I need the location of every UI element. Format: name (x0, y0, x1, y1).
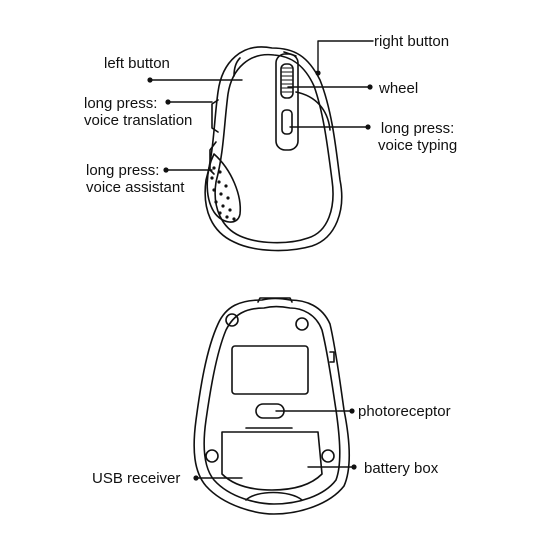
label-photoreceptor: photoreceptor (358, 403, 451, 420)
grip-dots (210, 166, 236, 221)
label-voice-assistant-line2: voice assistant (86, 179, 185, 196)
leader-voice-typing (289, 124, 371, 130)
leader-voice-assistant (163, 167, 213, 173)
label-usb-receiver: USB receiver (92, 470, 181, 487)
foot-bottom-left (205, 449, 219, 463)
right-button-curve (295, 91, 331, 131)
leader-wheel (287, 84, 373, 90)
battery-box-cover (221, 431, 323, 491)
side-grip (206, 153, 242, 223)
leader-photoreceptor (275, 408, 355, 414)
top-inner-outline (214, 53, 334, 244)
rear-cutout (245, 491, 303, 501)
label-left-button: left button (104, 55, 170, 72)
bottom-body-outline (193, 297, 351, 515)
wheel-icon (280, 63, 294, 99)
label-voice-typing-line2: voice typing (378, 137, 458, 154)
mouse-top-view (204, 46, 343, 252)
label-voice-typing-line1: long press: (380, 120, 455, 137)
label-long-press-voice-translation: long press: voice translation (84, 95, 192, 129)
side-button-upper (211, 99, 219, 133)
leader-left-button (147, 77, 243, 83)
foot-top-right (295, 317, 309, 331)
leader-usb-receiver (193, 475, 243, 481)
side-button-lower (209, 141, 217, 175)
mouse-bottom-view (193, 297, 351, 515)
label-voice-translation-line1: long press: (84, 95, 158, 112)
label-voice-translation-line2: voice translation (84, 112, 193, 129)
leader-right-button (315, 40, 374, 76)
leader-lines (147, 40, 374, 481)
left-button-top-arc (233, 57, 241, 77)
voice-typing-button (281, 109, 293, 135)
wheel-grooves (281, 67, 293, 93)
foot-bottom-right (321, 449, 335, 463)
label-wheel: wheel (379, 80, 419, 97)
bottom-inner-outline (203, 305, 341, 505)
leader-voice-translation (165, 99, 213, 105)
bottom-front-notch (257, 297, 293, 303)
label-voice-assistant-line1: long press: (86, 162, 160, 179)
label-battery-box: battery box (364, 460, 439, 477)
leader-battery-box (307, 464, 357, 470)
side-notch-right (329, 351, 335, 363)
label-long-press-voice-typing: long press: voice typing (378, 120, 457, 154)
top-body-outline (204, 46, 343, 252)
foot-top-left (225, 313, 239, 327)
label-right-button: right button (374, 33, 450, 50)
wheel-housing (275, 53, 299, 151)
label-sticker (231, 345, 309, 395)
label-long-press-voice-assistant: long press: voice assistant (86, 162, 184, 196)
